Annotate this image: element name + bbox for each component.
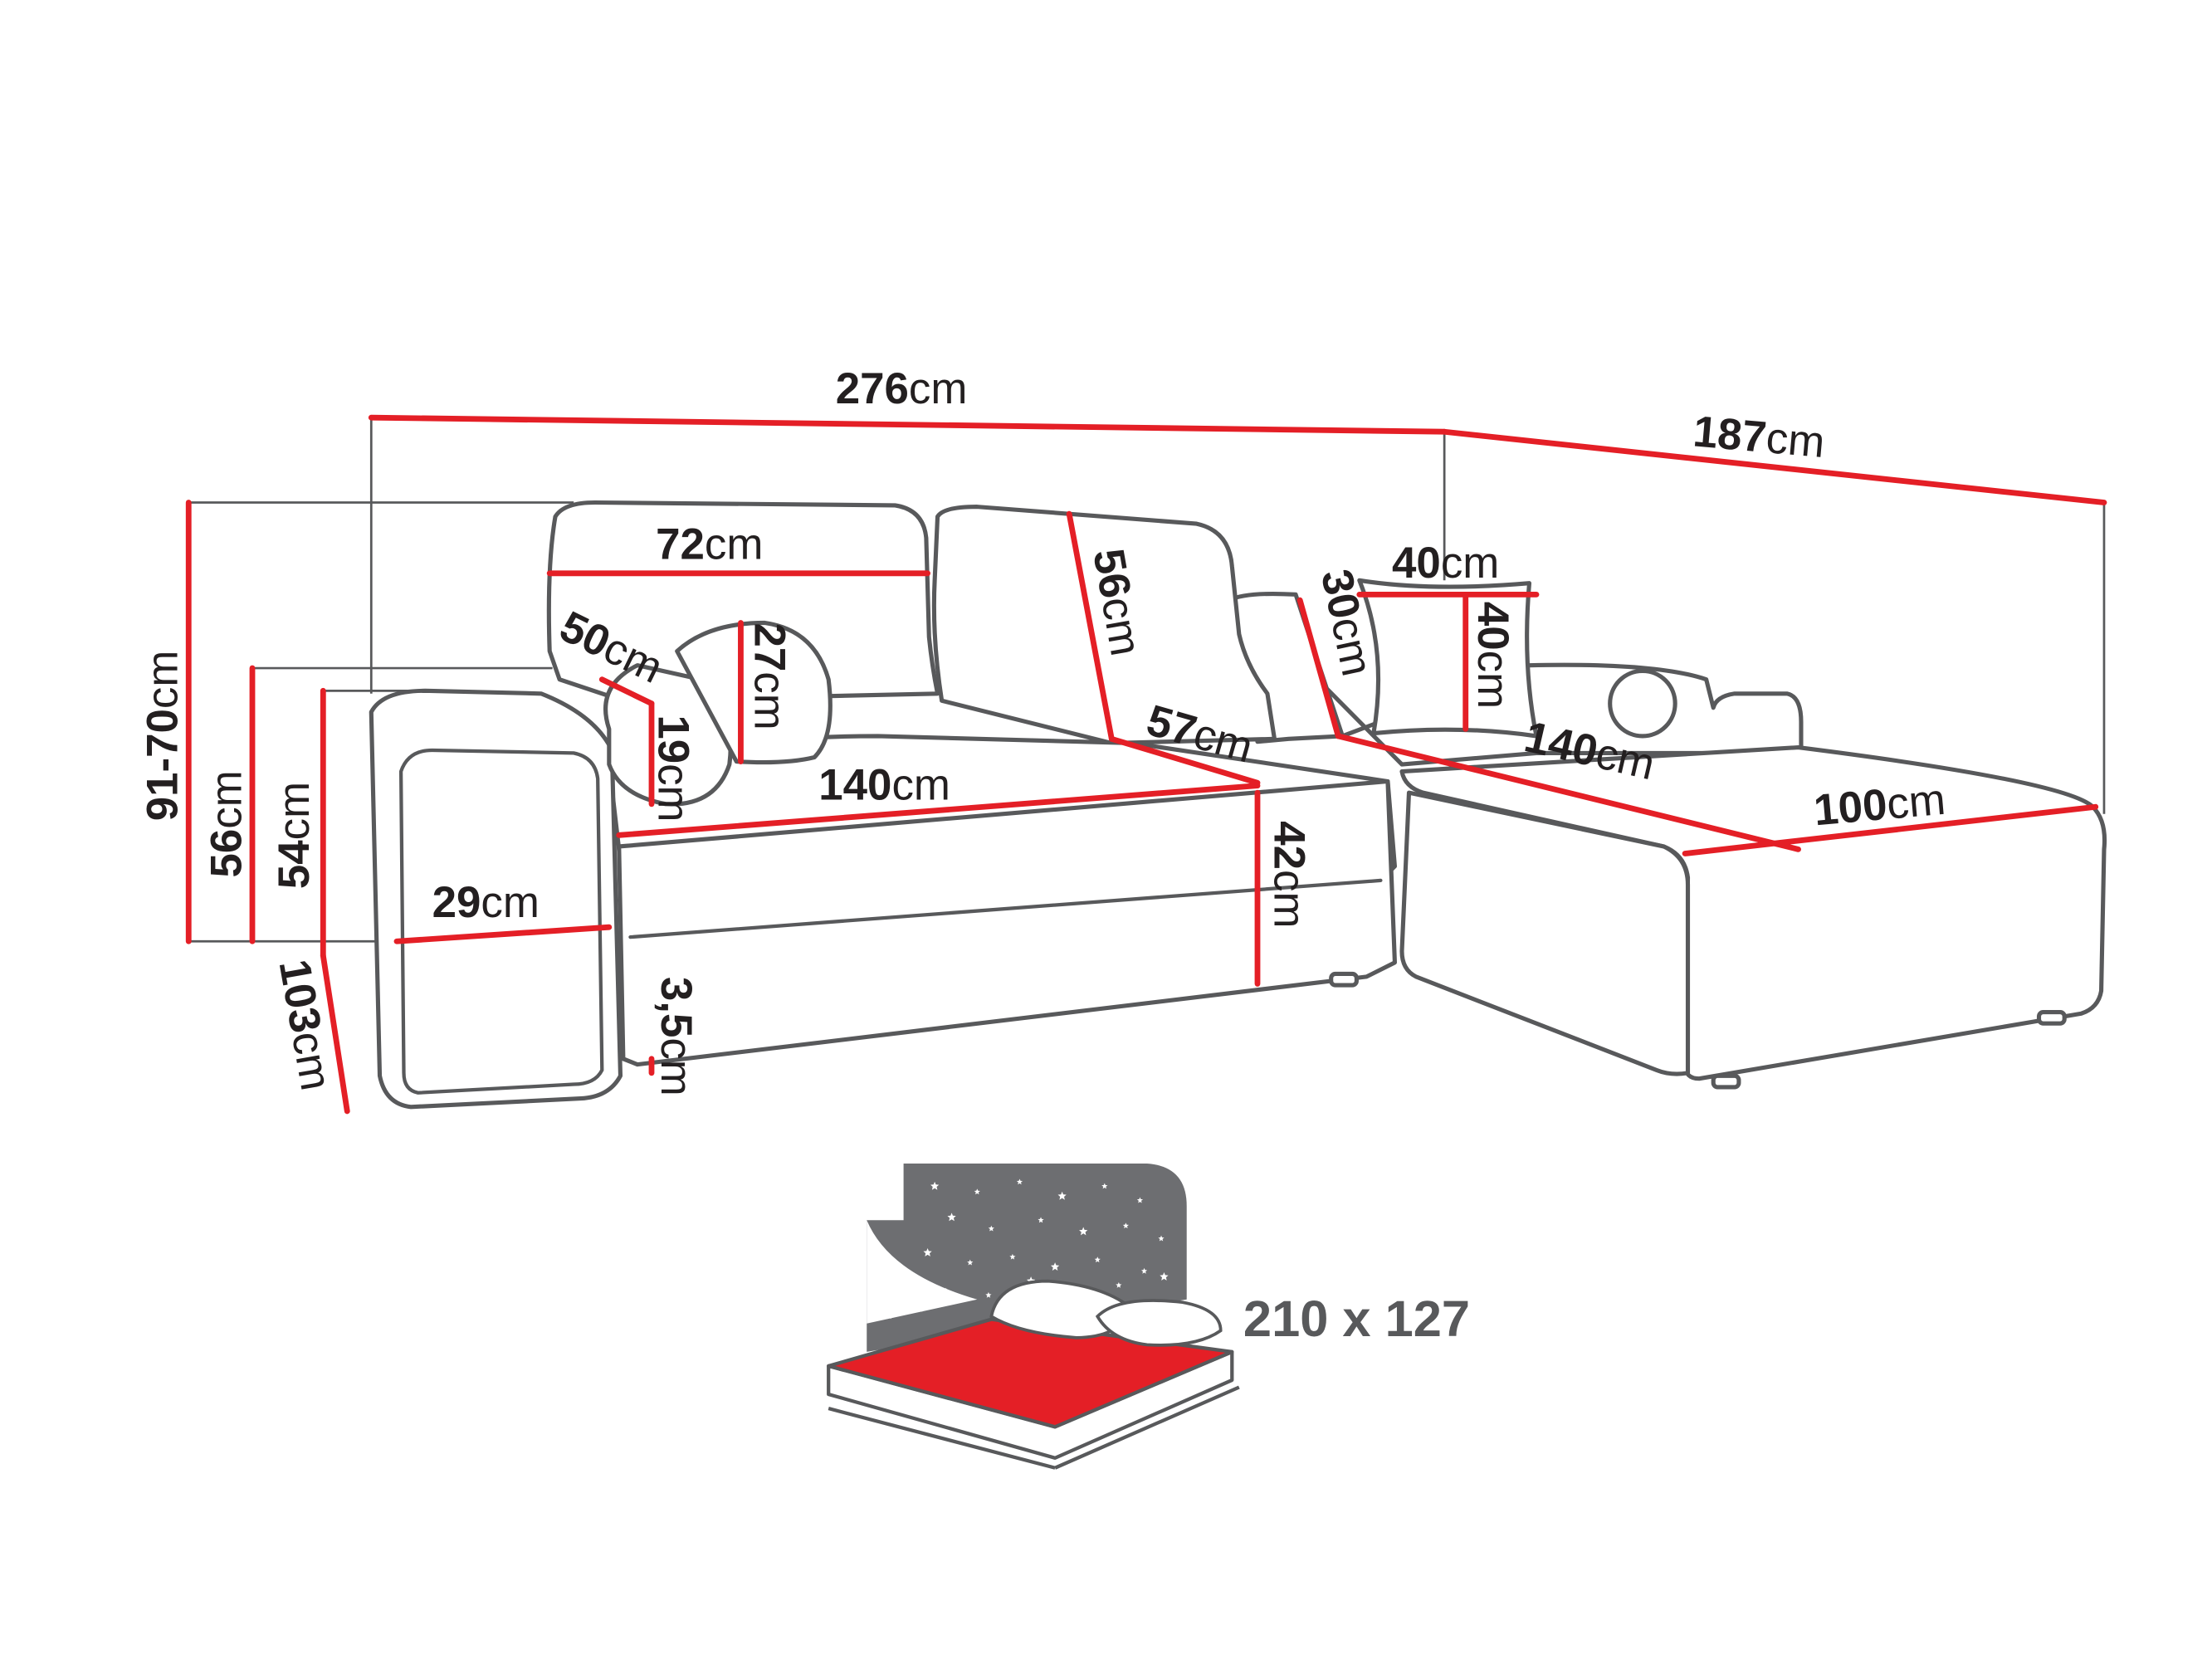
roll-cushion <box>603 663 733 807</box>
bed-icon: 210 x 127 <box>827 1164 1470 1470</box>
label-cushion-height: 27cm <box>745 622 794 729</box>
star-icon <box>901 1276 911 1286</box>
back-cushion <box>675 620 833 765</box>
dim-line-chaise-depth <box>1441 428 2107 505</box>
sofa-drawing <box>369 500 2107 1110</box>
star-icon <box>923 1248 932 1256</box>
label-total-width: 276cm <box>836 364 968 413</box>
stars <box>886 1178 1169 1320</box>
label-leg-height: 3,5cm <box>652 977 701 1096</box>
dim-line-depth <box>320 952 350 1115</box>
label-cushion-depth: 19cm <box>649 715 698 822</box>
star-icon <box>1158 1235 1165 1242</box>
star-icon <box>1160 1272 1169 1281</box>
star-icon <box>1016 1178 1023 1185</box>
star-icon <box>917 1305 924 1312</box>
mattress-top <box>827 1317 1234 1429</box>
star-icon <box>886 1313 893 1320</box>
dim-line-seat-depth <box>1108 735 1261 786</box>
sofa-front-base <box>617 778 1398 1067</box>
star-icon <box>974 1188 980 1195</box>
armrest-panel <box>398 748 604 1095</box>
star-icon <box>1122 1222 1129 1229</box>
bed-arrow-side <box>1054 1385 1240 1470</box>
dim-line-chaise-width <box>1682 803 2099 856</box>
dim-line-armrest-width <box>393 924 613 944</box>
bed-size-label: 210 x 127 <box>1243 1291 1470 1348</box>
foot <box>1711 1073 1741 1090</box>
star-icon <box>1136 1197 1144 1203</box>
label-pillow-width: 40cm <box>1392 539 1499 588</box>
label-seat-height: 42cm <box>1264 821 1313 928</box>
star-icon <box>1038 1217 1044 1223</box>
label-seat-width: 140cm <box>818 761 950 810</box>
dim-line-chaise-length <box>1335 733 1801 852</box>
star-icon <box>1094 1256 1101 1263</box>
star-icon <box>1009 1253 1016 1260</box>
bed-arrow-front <box>828 1407 1056 1470</box>
bolster-pillow <box>1608 668 1677 739</box>
star-icon <box>947 1213 956 1222</box>
dim-line-total-width <box>368 414 1448 435</box>
chaise-front <box>1399 790 1691 1076</box>
label-headrest-width: 72cm <box>656 520 763 569</box>
label-chaise-width: 100cm <box>1812 775 1947 836</box>
label-depth: 103cm <box>270 956 341 1095</box>
star-icon <box>1116 1281 1122 1288</box>
label-chaise-depth: 187cm <box>1692 407 1827 467</box>
left-headrest <box>546 500 940 703</box>
star-icon <box>988 1225 994 1232</box>
star-icon <box>1140 1267 1148 1274</box>
star-icon <box>985 1291 992 1298</box>
label-armrest-height: 54cm <box>270 782 319 889</box>
dimension-lines <box>185 414 2107 1115</box>
label-chaise-back: 30cm <box>1311 565 1382 681</box>
star-icon <box>1050 1262 1060 1271</box>
extension-lines <box>188 417 2106 943</box>
star-icon <box>1057 1191 1067 1200</box>
star-icon <box>967 1259 974 1266</box>
dim-line-seat-width <box>616 783 1261 838</box>
foot <box>2036 1009 2067 1026</box>
pillow-icon <box>1095 1299 1223 1347</box>
dim-line-cushion-length <box>598 676 655 707</box>
label-height: 91-70cm <box>139 651 188 822</box>
star-icon <box>1079 1227 1088 1236</box>
square-pillow <box>1357 578 1539 739</box>
dim-line-backrest-height <box>1066 510 1115 742</box>
right-headrest <box>931 505 1277 746</box>
label-pillow-height: 40cm <box>1468 602 1517 709</box>
label-backrest-height: 56cm <box>1083 545 1150 660</box>
star-icon <box>1101 1183 1108 1189</box>
dim-line-chaise-back <box>1296 597 1341 739</box>
label-back-height: 56cm <box>202 770 251 877</box>
label-armrest-width: 29cm <box>432 878 540 927</box>
moon-icon <box>867 1220 978 1324</box>
star-icon <box>930 1181 940 1190</box>
star-icon <box>943 1287 950 1294</box>
foot <box>1329 971 1359 988</box>
